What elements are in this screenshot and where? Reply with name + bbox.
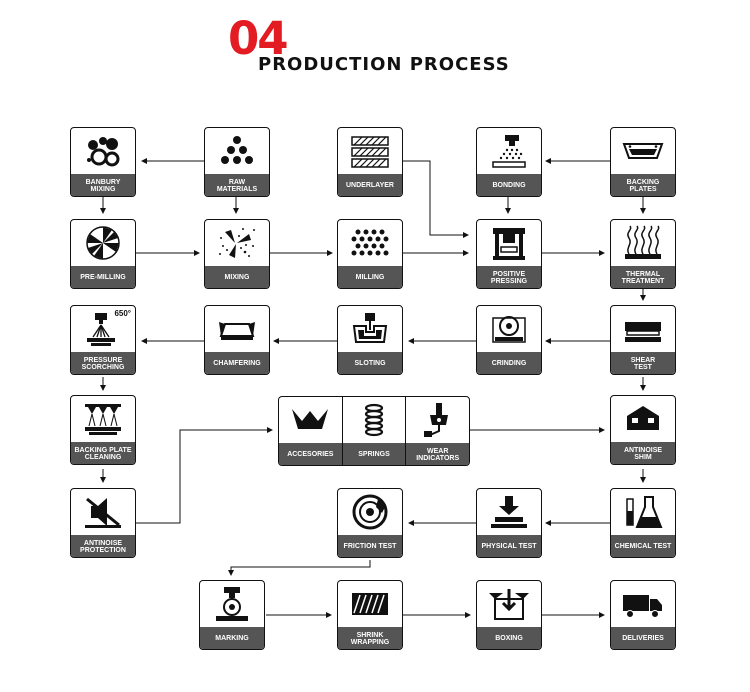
arrow-friction-to-marking: [228, 560, 371, 576]
step-label: POSITIVE PRESSING: [477, 266, 541, 288]
step-pressure-scorching: 650° PRESSURE SCORCHING: [70, 305, 136, 375]
step-backing-plate-cleaning: BACKING PLATE CLEANING: [70, 395, 136, 465]
step-antinoise-shim: ANTINOISE SHIM: [610, 395, 676, 465]
step-label: SHEAR TEST: [611, 352, 675, 374]
step-label: ANTINOISE PROTECTION: [71, 535, 135, 557]
fan-blades-icon: [86, 226, 120, 260]
step-boxing: BOXING: [476, 580, 542, 650]
step-label: PHYSICAL TEST: [477, 535, 541, 557]
step-shear-test: SHEAR TEST: [610, 305, 676, 375]
step-label: DELIVERIES: [611, 627, 675, 649]
step-chemical-test: CHEMICAL TEST: [610, 488, 676, 558]
step-label: BONDING: [477, 174, 541, 196]
step-label: BACKING PLATE CLEANING: [71, 442, 135, 464]
wrap-film-icon: [352, 593, 388, 615]
step-crinding: CRINDING: [476, 305, 542, 375]
truck-icon: [623, 595, 662, 618]
step-milling: MILLING: [337, 219, 403, 289]
step-backing-plates: BACKING PLATES: [610, 127, 676, 197]
marking-machine-icon: [216, 587, 248, 621]
mute-speaker-icon: [85, 497, 121, 528]
step-pre-milling: PRE-MILLING: [70, 219, 136, 289]
step-wear-indicators: WEAR INDICATORS: [406, 397, 469, 465]
scorching-lamp-icon: [87, 313, 115, 346]
step-sloting: SLOTING: [337, 305, 403, 375]
open-box-icon: [489, 589, 529, 620]
wear-sensor-icon: [423, 403, 448, 437]
press-down-icon: [491, 496, 527, 528]
cleaning-nozzles-icon: [85, 404, 121, 435]
spring-icon: [364, 403, 384, 437]
flask-icon: [626, 496, 663, 528]
rollers-icon: [87, 137, 120, 167]
step-label: FRICTION TEST: [338, 535, 402, 557]
step-label: ACCESORIES: [279, 443, 342, 465]
step-label: UNDERLAYER: [338, 174, 402, 196]
clip-icon: [292, 409, 329, 429]
arrow-protection-to-accessories: [136, 427, 273, 524]
step-label: ANTINOISE SHIM: [611, 442, 675, 464]
step-bonding: BONDING: [476, 127, 542, 197]
step-label: MARKING: [200, 627, 264, 649]
step-banbury-mixing: BANBURY MIXING: [70, 127, 136, 197]
step-friction-test: FRICTION TEST: [337, 488, 403, 558]
mixing-particles-icon: [219, 228, 255, 258]
step-label: MILLING: [338, 266, 402, 288]
heat-waves-icon: [625, 225, 661, 259]
step-label: RAW MATERIALS: [205, 174, 269, 196]
slot-cutter-icon: [352, 313, 388, 343]
step-label: MIXING: [205, 266, 269, 288]
title-number: 04: [228, 12, 289, 65]
accessories-group: ACCESORIES SPRINGS: [278, 396, 470, 466]
title-block: 04 PRODUCTION PROCESS: [228, 16, 548, 76]
step-label: CHAMFERING: [205, 352, 269, 374]
step-physical-test: PHYSICAL TEST: [476, 488, 542, 558]
step-label: BANBURY MIXING: [71, 174, 135, 196]
step-label: THERMAL TREATMENT: [611, 266, 675, 288]
step-chamfering: CHAMFERING: [204, 305, 270, 375]
step-label: PRE-MILLING: [71, 266, 135, 288]
step-label: BACKING PLATES: [611, 174, 675, 196]
step-label: PRESSURE SCORCHING: [71, 352, 135, 374]
step-marking: MARKING: [199, 580, 265, 650]
step-underlayer: UNDERLAYER: [337, 127, 403, 197]
step-label: SPRINGS: [342, 443, 406, 465]
grinding-wheel-icon: [492, 316, 526, 343]
step-antinoise-protection: ANTINOISE PROTECTION: [70, 488, 136, 558]
arrow-underlayer-to-pressing: [403, 160, 469, 238]
step-accesories: ACCESORIES: [279, 397, 343, 465]
brake-disc-icon: [352, 494, 388, 530]
step-label: CRINDING: [477, 352, 541, 374]
step-label: CHEMICAL TEST: [611, 535, 675, 557]
particle-grid-icon: [351, 229, 389, 256]
shear-block-icon: [625, 322, 661, 342]
step-label: BOXING: [477, 627, 541, 649]
step-shrink-wrapping: SHRINK WRAPPING: [337, 580, 403, 650]
step-springs: SPRINGS: [342, 397, 407, 465]
brake-pad-icon: [622, 143, 664, 159]
step-positive-pressing: POSITIVE PRESSING: [476, 219, 542, 289]
shim-plate-icon: [627, 406, 659, 430]
step-deliveries: DELIVERIES: [610, 580, 676, 650]
press-machine-icon: [493, 228, 525, 260]
layers-icon: [351, 136, 389, 168]
spray-nozzle-icon: [492, 135, 526, 168]
step-label: WEAR INDICATORS: [406, 443, 469, 465]
dots-pile-icon: [221, 136, 253, 164]
page-title: PRODUCTION PROCESS: [258, 54, 510, 75]
step-label: SHRINK WRAPPING: [338, 627, 402, 649]
step-label: SLOTING: [338, 352, 402, 374]
step-mixing: MIXING: [204, 219, 270, 289]
temperature-label: 650°: [114, 309, 131, 318]
step-thermal-treatment: THERMAL TREATMENT: [610, 219, 676, 289]
step-raw-materials: RAW MATERIALS: [204, 127, 270, 197]
chamfer-block-icon: [219, 322, 255, 340]
